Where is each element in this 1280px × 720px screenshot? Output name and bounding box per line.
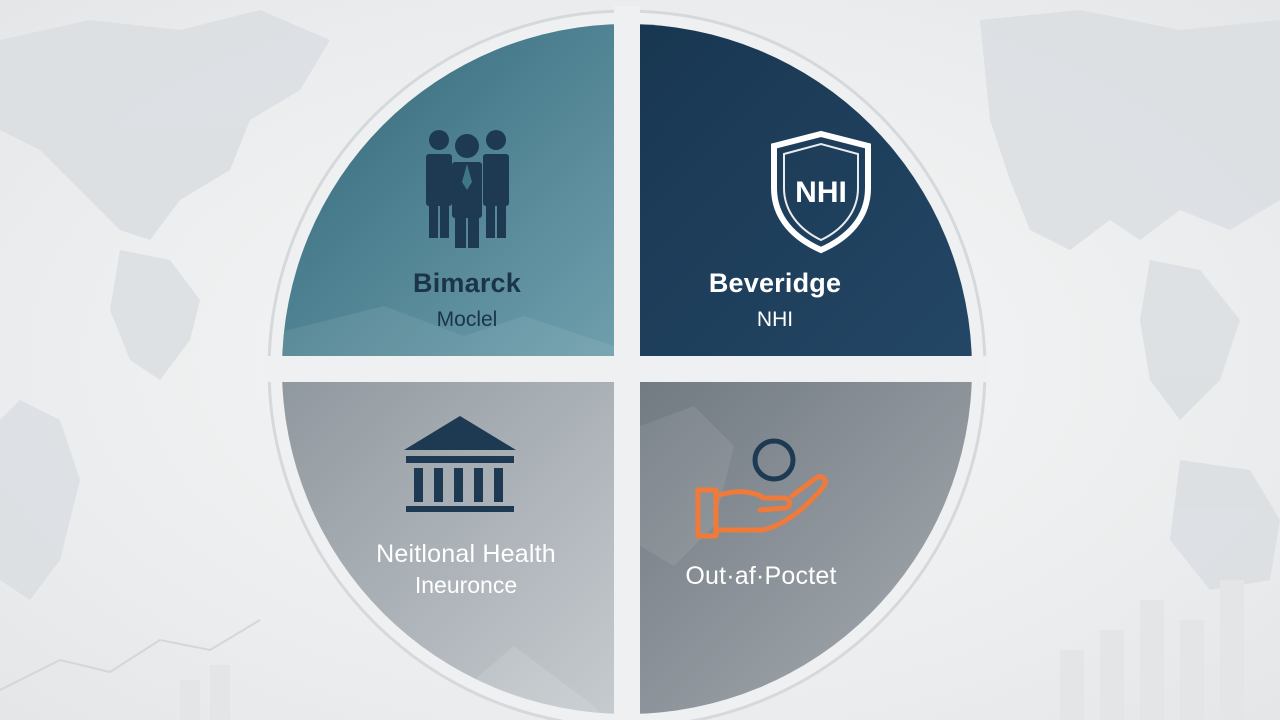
beveridge-title: Beveridge bbox=[708, 268, 842, 298]
bismarck-title: Bimarck bbox=[413, 268, 521, 298]
beveridge-subtitle: NHI bbox=[756, 308, 794, 331]
shield-icon-text: NHI bbox=[795, 176, 847, 209]
nhi-title: Neitlonal Health bbox=[376, 540, 556, 568]
hand-coin-icon bbox=[695, 438, 828, 539]
shield-icon: NHI bbox=[771, 130, 871, 254]
bismarck-subtitle: Moclel bbox=[436, 308, 498, 331]
out-of-pocket-title: Out·af·Poctet bbox=[685, 562, 837, 590]
people-group-icon bbox=[426, 130, 509, 248]
nhi-subtitle: Ineuronce bbox=[414, 572, 518, 598]
healthcare-models-wheel: NHI bbox=[264, 6, 990, 720]
horizontal-divider bbox=[264, 356, 990, 382]
government-building-icon bbox=[404, 416, 516, 512]
